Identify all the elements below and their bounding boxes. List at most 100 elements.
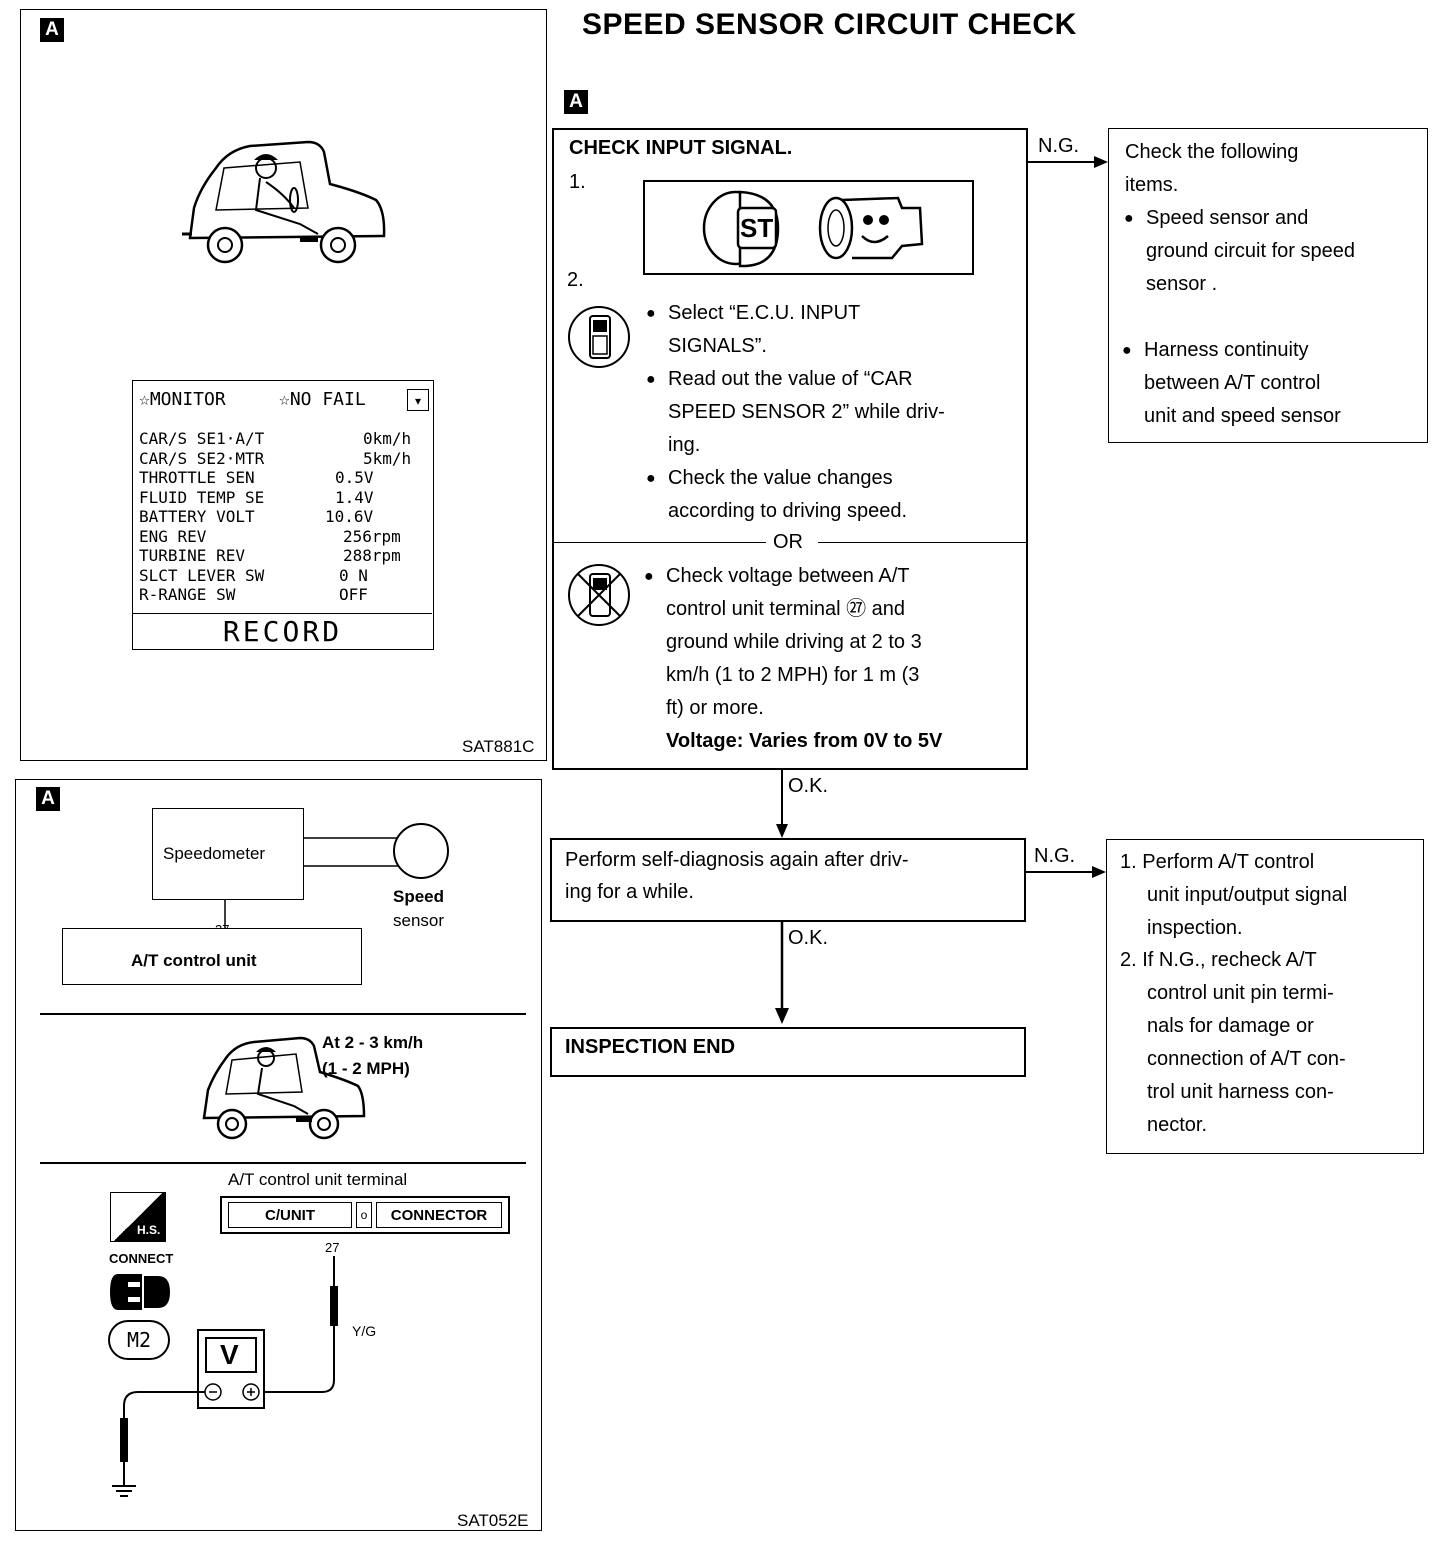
inspection-end-label: INSPECTION END: [565, 1036, 736, 1058]
at-control-unit-label: A/T control unit: [131, 951, 257, 970]
bullet-text: SIGNALS”.: [668, 335, 767, 357]
divider: [40, 1013, 526, 1015]
bullet-text: ft) or more.: [666, 697, 764, 719]
flow-arrows: [775, 156, 1108, 1024]
ignition-key-start-icon: [702, 190, 780, 268]
bullet-text: ground while driving at 2 to 3: [666, 631, 922, 653]
check-text: Harness continuity: [1122, 334, 1308, 367]
divider: [40, 1162, 526, 1164]
check-text: items.: [1125, 174, 1179, 196]
speedometer-box: [152, 808, 304, 900]
connector-label: CONNECTOR: [376, 1202, 502, 1228]
page-title: SPEED SENSOR CIRCUIT CHECK: [582, 8, 1077, 41]
consult-tester-icon: [568, 306, 630, 368]
recheck-text: control unit pin termi-: [1147, 982, 1334, 1004]
speed-sensor-label: Speed: [393, 887, 445, 906]
connector-plug-icon: [110, 1274, 170, 1310]
check-following-items-box: [1108, 128, 1428, 443]
bullet-text: Check the value changes: [646, 462, 893, 495]
connector-latch: o: [356, 1202, 372, 1228]
figure-sat052e: [15, 779, 542, 1531]
check-text: unit and speed sensor: [1144, 405, 1341, 427]
car-driver-illustration: [182, 140, 386, 264]
terminal-title: A/T control unit terminal: [228, 1170, 408, 1189]
step-text: Perform self-diagnosis again after driv-: [565, 849, 909, 871]
recheck-text: 2. If N.G., recheck A/T: [1120, 949, 1317, 971]
monitor-header-left: ☆MONITOR: [139, 389, 226, 410]
ok-label: O.K.: [788, 775, 829, 797]
scroll-down-icon[interactable]: ▾: [407, 389, 429, 411]
recheck-text: connection of A/T con-: [1147, 1048, 1346, 1070]
speed-condition: At 2 - 3 km/h: [322, 1033, 424, 1052]
check-text: between A/T control: [1144, 372, 1321, 394]
m2-connector-badge: M2: [108, 1320, 170, 1360]
ng-label: N.G.: [1038, 135, 1080, 157]
step-check-input-signal: [552, 128, 1028, 770]
check-text: Check the following: [1125, 141, 1299, 163]
voltage-spec: Voltage: Varies from 0V to 5V: [666, 730, 943, 752]
speed-sensor-wiring: [224, 823, 449, 928]
recheck-text: trol unit harness con-: [1147, 1081, 1334, 1103]
voltmeter-probe-wiring: [112, 1256, 338, 1497]
speed-condition: (1 - 2 MPH): [322, 1059, 410, 1078]
figure-code: SAT881C: [462, 737, 535, 756]
ng-label: N.G.: [1034, 845, 1076, 867]
step-self-diagnosis: [550, 838, 1026, 922]
bullet-text: control unit terminal ㉗ and: [666, 598, 906, 620]
recheck-text: nector.: [1147, 1114, 1208, 1136]
connect-label: CONNECT: [109, 1251, 174, 1266]
bullet-text: ing.: [668, 434, 701, 456]
car-driver-illustration: [202, 1036, 366, 1140]
recheck-text: nals for damage or: [1147, 1015, 1314, 1037]
at-control-unit-box: [62, 928, 362, 985]
bullet-text: Read out the value of “CAR: [646, 363, 913, 396]
section-tag: A: [564, 90, 588, 114]
or-label: OR: [773, 531, 803, 553]
bullet-text: Check voltage between A/T: [644, 560, 910, 593]
check-text: ground circuit for speed: [1146, 240, 1356, 262]
bullet-text: Select “E.C.U. INPUT: [646, 297, 860, 330]
recheck-text: unit input/output signal: [1147, 884, 1348, 906]
recheck-text: inspection.: [1147, 917, 1243, 939]
figure-code: SAT052E: [457, 1511, 529, 1530]
figure-tag: A: [36, 787, 60, 811]
step-title: CHECK INPUT SIGNAL.: [569, 137, 793, 159]
monitor-header-right: ☆NO FAIL: [279, 389, 366, 410]
bullet-text: SPEED SENSOR 2” while driv-: [668, 401, 945, 423]
step-number: 2.: [567, 269, 584, 291]
or-divider: [818, 542, 1026, 543]
bullet-text: according to driving speed.: [668, 500, 908, 522]
record-button[interactable]: RECORD: [133, 613, 432, 650]
hs-label: H.S.: [137, 1223, 161, 1237]
figure-sat881c: [20, 9, 547, 761]
inspection-end-box: [550, 1027, 1026, 1077]
step-text: ing for a while.: [565, 881, 694, 903]
no-consult-tester-icon: [568, 564, 630, 626]
recheck-text: 1. Perform A/T control: [1120, 851, 1315, 873]
speed-sensor-label: sensor: [393, 911, 445, 930]
cunit-label: C/UNIT: [228, 1202, 352, 1228]
figure-tag: A: [40, 18, 64, 42]
speedometer-label: Speedometer: [163, 844, 266, 863]
engine-start-image: [643, 180, 974, 275]
recheck-items-box: [1106, 839, 1424, 1154]
engine-running-icon: [818, 196, 924, 260]
connector-body: C/UNIT o CONNECTOR: [220, 1196, 510, 1234]
m2-label: M2: [126, 1328, 152, 1352]
wire-color: Y/G: [352, 1323, 377, 1339]
check-text: Speed sensor and: [1124, 202, 1308, 235]
check-text: sensor .: [1146, 273, 1218, 295]
step-number: 1.: [569, 171, 586, 193]
start-label: ST: [740, 213, 774, 243]
voltmeter-label: V: [220, 1339, 239, 1370]
